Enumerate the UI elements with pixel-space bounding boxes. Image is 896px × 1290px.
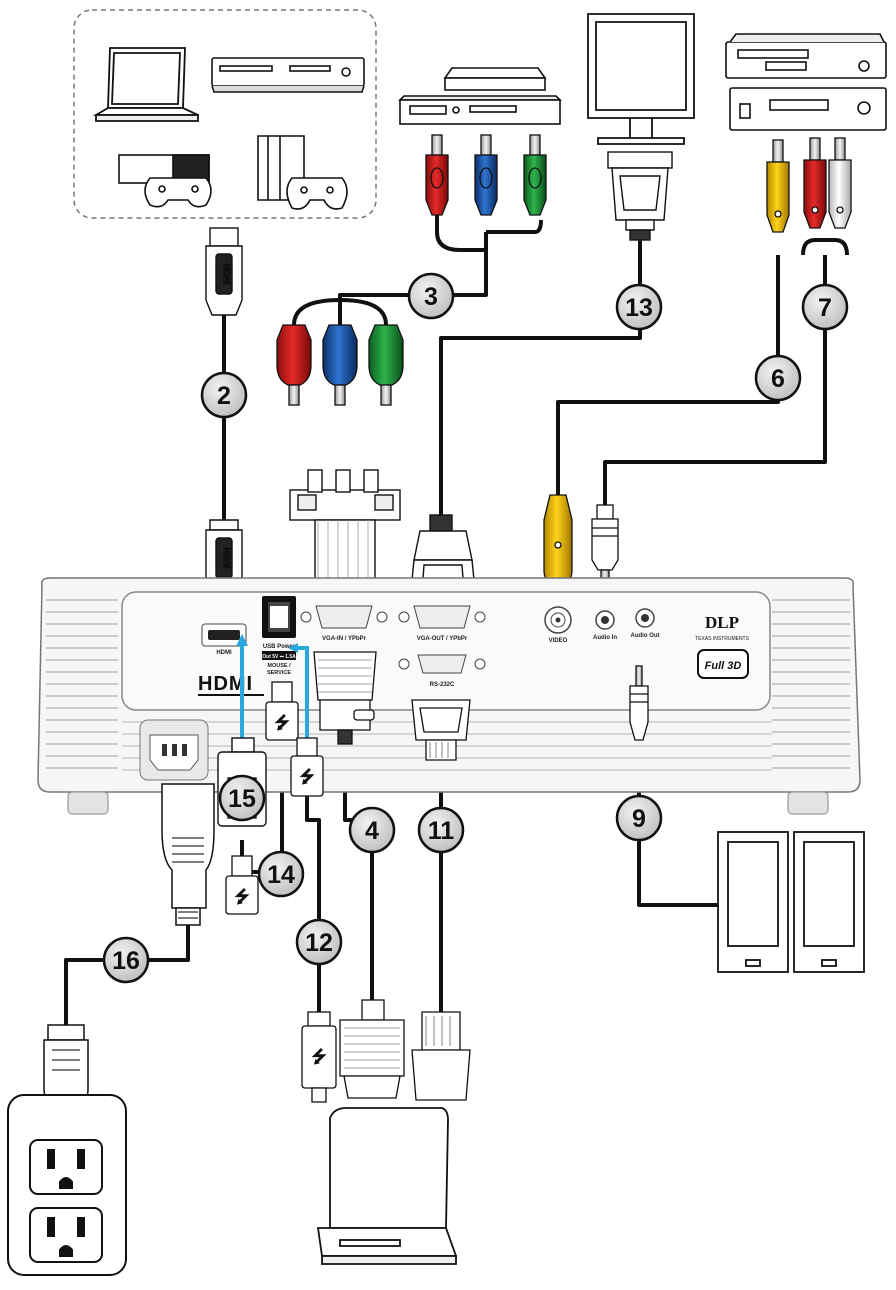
vent-right xyxy=(772,599,850,769)
callout-2: 2 xyxy=(200,371,248,419)
audio-in-label: Audio In xyxy=(593,635,617,641)
speakers-icon xyxy=(717,831,865,973)
wall-outlet-icon xyxy=(7,1094,127,1276)
hdmi-logo: HDMI xyxy=(198,673,253,695)
usb-power-spec: Out 5V ⎓ 1.5A xyxy=(262,654,296,660)
svg-text:16: 16 xyxy=(112,947,140,975)
audio-out-port[interactable] xyxy=(635,608,655,628)
laptop-icon xyxy=(316,1107,458,1265)
hdmi-port[interactable] xyxy=(201,623,247,647)
audio-in-port[interactable] xyxy=(595,610,615,630)
svg-text:9: 9 xyxy=(632,805,646,833)
vcr-icon xyxy=(725,33,887,79)
svg-text:2: 2 xyxy=(217,382,231,410)
outlet-socket-bottom xyxy=(29,1207,103,1263)
rca-yellow-top xyxy=(766,139,790,233)
rca-blue-top xyxy=(474,134,498,216)
amplifier-icon xyxy=(729,87,887,131)
svg-text:11: 11 xyxy=(428,817,455,845)
video-port-label: VIDEO xyxy=(549,638,568,644)
svg-text:HDMI: HDMI xyxy=(222,548,231,568)
rs232-cable-connector xyxy=(411,699,471,761)
outlet-socket-top xyxy=(29,1139,103,1195)
game-console-icon xyxy=(118,154,212,208)
dlp-logo: DLP TEXAS INSTRUMENTS xyxy=(695,613,750,642)
rca-white-audio-top xyxy=(828,137,852,229)
svg-text:Full 3D: Full 3D xyxy=(705,660,742,672)
rca-red-audio-top xyxy=(803,137,827,229)
source-devices-group xyxy=(73,9,377,219)
callout-16: 16 xyxy=(102,936,150,984)
vga-connector-top xyxy=(607,151,673,241)
full3d-logo: Full 3D xyxy=(697,649,749,679)
mouse-service-label-2: SERVICE xyxy=(267,670,291,676)
svg-text:TEXAS INSTRUMENTS: TEXAS INSTRUMENTS xyxy=(695,636,750,642)
set-top-box-icon xyxy=(398,67,562,125)
rs232-label: RS-232C xyxy=(430,682,455,688)
vga-in-port[interactable] xyxy=(300,605,388,629)
rs232-port[interactable] xyxy=(398,654,486,674)
rs232-connector-laptop xyxy=(411,1011,471,1101)
vent-left xyxy=(46,599,118,769)
svg-text:DLP: DLP xyxy=(705,613,739,632)
callout-6: 6 xyxy=(754,354,802,402)
svg-text:HDMI: HDMI xyxy=(222,264,231,284)
rca-green-top xyxy=(523,134,547,216)
component-vga-adapter xyxy=(289,469,401,601)
hdmi-port-label: HDMI xyxy=(216,650,232,656)
callout-7: 7 xyxy=(801,283,849,331)
game-console-tower-icon xyxy=(257,135,348,210)
svg-text:14: 14 xyxy=(267,861,295,889)
component-rca-top xyxy=(425,134,547,216)
svg-text:12: 12 xyxy=(305,929,333,957)
callout-15: 15 xyxy=(218,774,266,822)
callout-11: 11 xyxy=(417,806,465,854)
usb-power-label: USB Power xyxy=(263,644,296,650)
usb-symbol-icon: ⭍ xyxy=(275,714,288,732)
usb-plug-12-top: ⭍ xyxy=(290,737,324,797)
vga-out-port[interactable] xyxy=(398,605,486,629)
monitor-icon xyxy=(587,13,695,145)
laptop-icon xyxy=(92,47,199,122)
svg-text:⭍: ⭍ xyxy=(235,888,248,906)
callout-3: 3 xyxy=(407,272,455,320)
svg-text:⭍: ⭍ xyxy=(312,1048,325,1066)
mouse-service-label: MOUSE / xyxy=(267,663,291,669)
video-port[interactable] xyxy=(544,606,572,634)
vga-in-cable-connector xyxy=(313,651,377,745)
svg-text:13: 13 xyxy=(625,294,653,322)
usb-power-port[interactable] xyxy=(262,596,296,638)
dvd-player-icon xyxy=(211,57,365,93)
svg-text:4: 4 xyxy=(365,817,379,845)
vga-in-label: VGA-IN / YPbPr xyxy=(322,636,367,642)
svg-text:3: 3 xyxy=(424,283,438,311)
callout-4: 4 xyxy=(348,806,396,854)
power-cord-connector xyxy=(161,783,215,926)
component-rca-lower xyxy=(276,324,404,406)
rca-red-top xyxy=(425,134,449,216)
svg-text:7: 7 xyxy=(818,294,832,322)
svg-text:6: 6 xyxy=(771,365,785,393)
vga-out-label: VGA-OUT / YPbPr xyxy=(417,636,468,642)
av-rca-top xyxy=(766,137,852,233)
audio-out-plug xyxy=(629,665,649,741)
hdmi-connector-top: HDMI xyxy=(205,227,243,316)
callout-9: 9 xyxy=(615,794,663,842)
callout-13: 13 xyxy=(615,283,663,331)
usb-plug-14-bottom: ⭍ xyxy=(225,855,259,915)
audio-out-label: Audio Out xyxy=(631,633,660,639)
callout-12: 12 xyxy=(295,918,343,966)
svg-text:⭍: ⭍ xyxy=(300,768,313,786)
callout-14: 14 xyxy=(257,850,305,898)
usb-plug-14-top: ⭍ xyxy=(265,681,299,741)
usb-plug-12-bottom: ⭍ xyxy=(301,1011,337,1103)
vga-connector-laptop xyxy=(339,999,405,1099)
svg-text:15: 15 xyxy=(228,785,256,813)
